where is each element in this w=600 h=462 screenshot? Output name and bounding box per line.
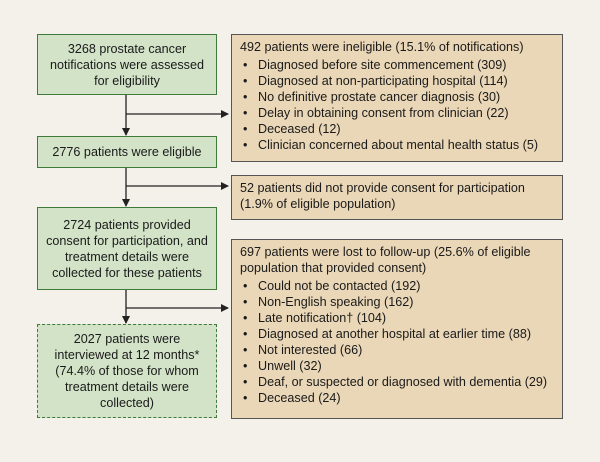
list-item: Deceased (24): [240, 390, 554, 406]
list-item: Late notification† (104): [240, 310, 554, 326]
no-consent-title: 52 patients did not provide consent for …: [240, 181, 525, 211]
list-item: No definitive prostate cancer diagnosis …: [240, 89, 554, 105]
consented-box: 2724 patients provided consent for parti…: [37, 207, 217, 290]
eligible-box: 2776 patients were eligible: [37, 136, 217, 168]
ineligible-box: 492 patients were ineligible (15.1% of n…: [231, 34, 563, 162]
list-item: Diagnosed at another hospital at earlier…: [240, 326, 554, 342]
consented-text: 2724 patients provided consent for parti…: [46, 217, 208, 280]
list-item: Deceased (12): [240, 121, 554, 137]
assessed-box: 3268 prostate cancer notifications were …: [37, 34, 217, 95]
lost-reasons-list: Could not be contacted (192) Non-English…: [240, 278, 554, 406]
list-item: Diagnosed at non-participating hospital …: [240, 73, 554, 89]
ineligible-title: 492 patients were ineligible (15.1% of n…: [240, 40, 524, 54]
list-item: Could not be contacted (192): [240, 278, 554, 294]
eligible-text: 2776 patients were eligible: [52, 145, 202, 159]
list-item: Delay in obtaining consent from clinicia…: [240, 105, 554, 121]
ineligible-reasons-list: Diagnosed before site commencement (309)…: [240, 57, 554, 153]
list-item: Deaf, or suspected or diagnosed with dem…: [240, 374, 554, 390]
list-item: Non-English speaking (162): [240, 294, 554, 310]
list-item: Unwell (32): [240, 358, 554, 374]
lost-title: 697 patients were lost to follow-up (25.…: [240, 245, 531, 275]
assessed-text: 3268 prostate cancer notifications were …: [49, 41, 204, 88]
interviewed-box: 2027 patients were interviewed at 12 mon…: [37, 324, 217, 418]
list-item: Not interested (66): [240, 342, 554, 358]
interviewed-text: 2027 patients were interviewed at 12 mon…: [54, 332, 200, 410]
list-item: Diagnosed before site commencement (309): [240, 57, 554, 73]
list-item: Clinician concerned about mental health …: [240, 137, 554, 153]
no-consent-box: 52 patients did not provide consent for …: [231, 175, 563, 220]
lost-to-followup-box: 697 patients were lost to follow-up (25.…: [231, 239, 563, 419]
